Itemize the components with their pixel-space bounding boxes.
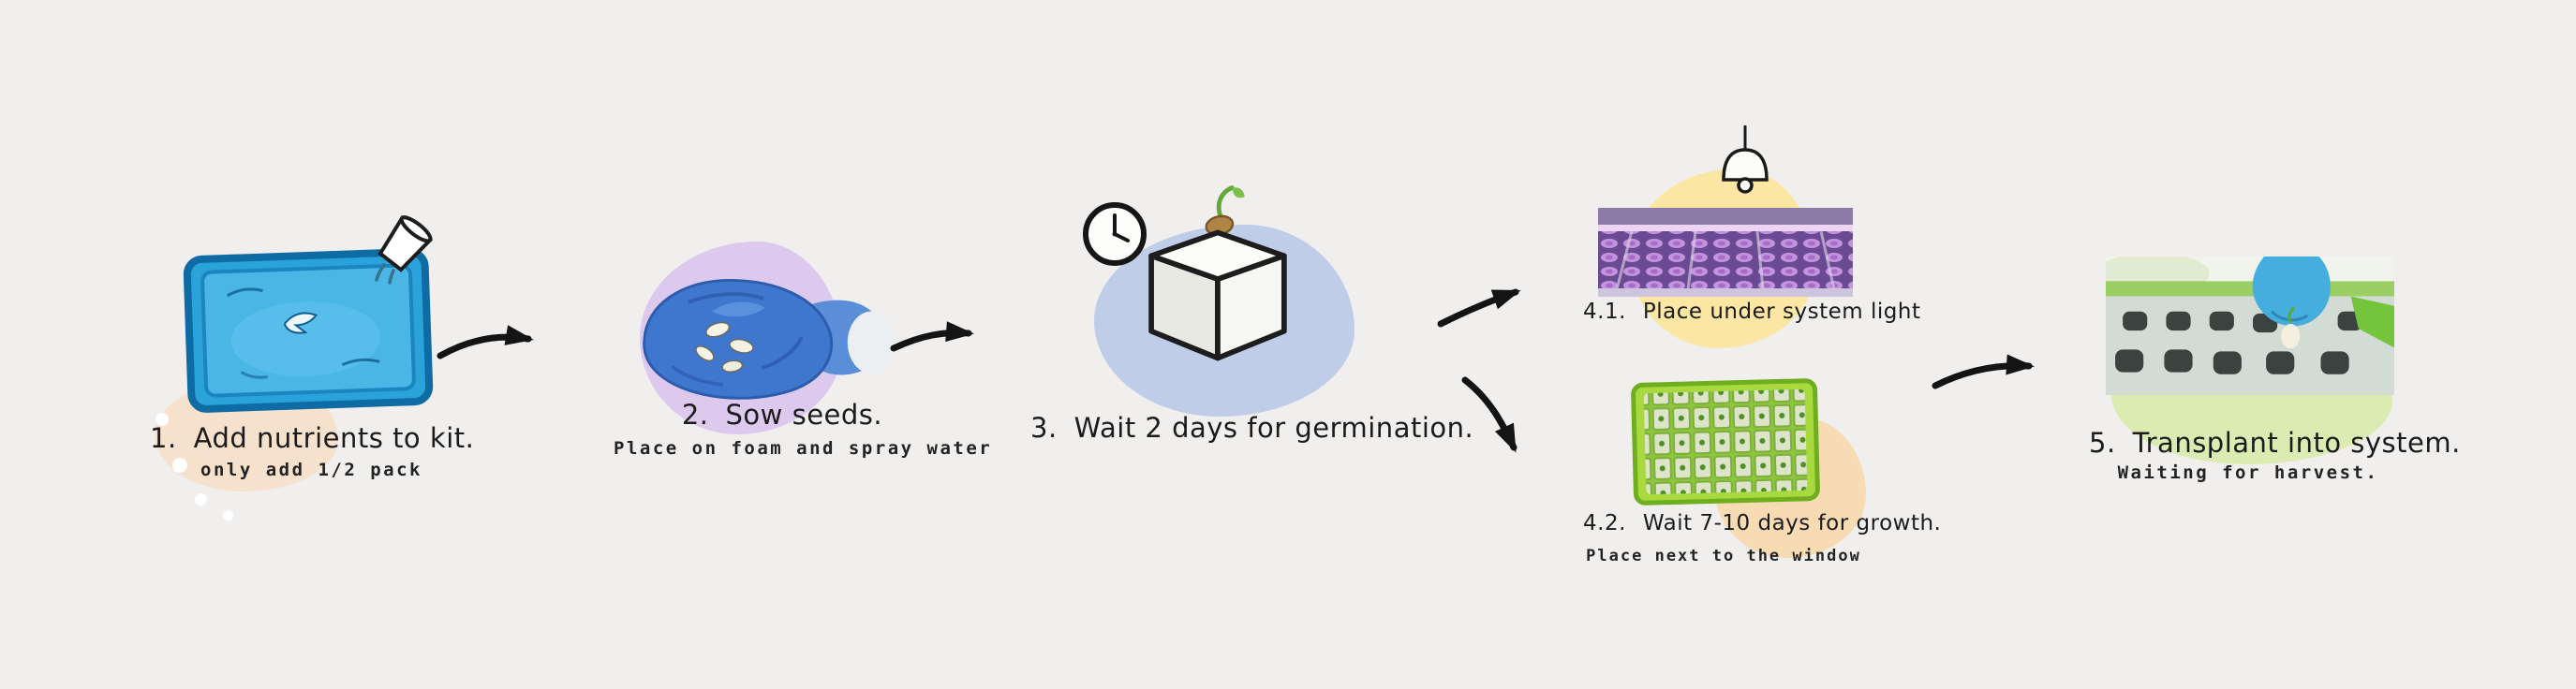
decorative-dot [223,510,233,520]
step-number: 2. [681,399,709,431]
step-title: Wait 2 days for germination. [1073,412,1474,444]
clock-icon [1083,202,1147,266]
lamp-icon [1722,125,1769,194]
step-label: 5. Transplant into system. [2089,427,2460,459]
step-title: Transplant into system. [2132,427,2461,459]
arrow-icon-step4-to-step5 [1932,354,2035,389]
decorative-dot [172,458,187,473]
grow-light-shelf-graphic [1598,208,1853,297]
step-number: 4.1. [1583,300,1626,324]
step-title: Wait 7-10 days for growth. [1642,511,1942,535]
step-wait-growth: 4.2. Wait 7-10 days for growth. Place nex… [1583,374,1941,580]
step-label: 2. Sow seeds. [614,399,951,431]
step-label: 3. Wait 2 days for germination. [1030,412,1473,444]
step-title: Sow seeds. [725,399,883,431]
step-transplant: 5. Transplant into system. Waiting for ha… [2089,251,2460,490]
step-sow-seeds: 2. Sow seeds. Place on foam and spray wat… [614,242,993,482]
foam-cube-seed-graphic [1148,185,1287,361]
step-title: Place under system light [1642,300,1921,324]
transplant-photo-graphic [2106,257,2394,395]
step-subtitle: Place on foam and spray water [614,438,993,459]
step-number: 3. [1030,412,1058,444]
arrow-icon-step3-to-step41 [1437,288,1521,328]
decorative-dot [155,413,169,426]
step-subtitle: Waiting for harvest. [2117,462,2379,483]
step-number: 4.2. [1583,511,1626,535]
step-label: 1. Add nutrients to kit. [150,422,475,454]
step-wait-germination: 3. Wait 2 days for germination. [1030,185,1473,447]
step-add-nutrients: 1. Add nutrients to kit. only add 1/2 pac… [150,215,475,529]
step-subtitle: only add 1/2 pack [200,460,422,480]
step-place-under-light: 4.1. Place under system light [1583,124,1920,348]
step-label: 4.1. Place under system light [1583,300,1920,324]
seedling-tray-graphic [1631,378,1820,506]
nutrient-tray-graphic [183,248,434,413]
step-number: 1. [150,422,177,454]
gloved-hand-seeds-graphic [643,278,896,400]
decorative-dot [195,493,207,506]
pouring-cup-icon [375,215,434,285]
step-title: Add nutrients to kit. [193,422,475,454]
step-label: 4.2. Wait 7-10 days for growth. [1583,511,1941,535]
step-subtitle: Place next to the window [1586,547,1861,565]
step-number: 5. [2089,427,2116,459]
